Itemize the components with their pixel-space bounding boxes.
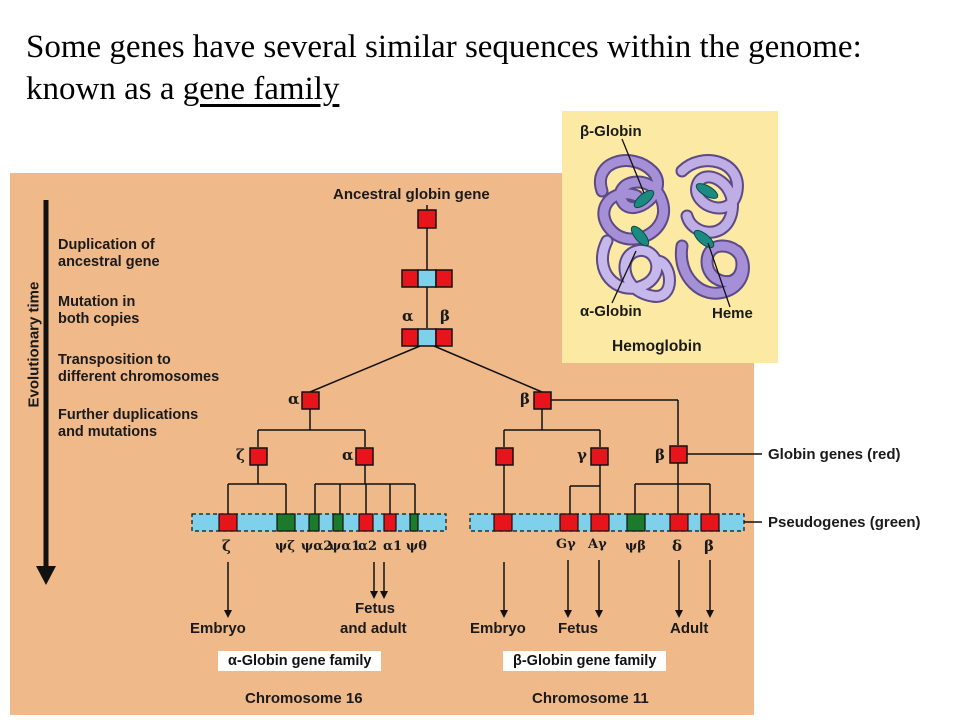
chromosome-11-label: Chromosome 11 <box>532 690 649 707</box>
gene-label-psi-zeta: ψζ <box>275 539 295 554</box>
duplicated-gene-left <box>401 269 419 288</box>
mutated-gene-beta <box>435 328 453 347</box>
gene-label-g-gamma: Gγ <box>556 537 576 552</box>
label-beta: β <box>520 390 530 408</box>
label-gamma: γ <box>577 446 587 464</box>
g-gamma-locus <box>559 513 579 532</box>
output-arrowheads <box>224 591 714 618</box>
title-prefix: Some genes have several similar sequence… <box>26 29 862 107</box>
hemoglobin-title: Hemoglobin <box>612 338 702 355</box>
mutated-gene-alpha <box>401 328 419 347</box>
ancestral-gene <box>417 209 437 229</box>
zeta-gene <box>249 447 268 466</box>
evolutionary-time-label: Evolutionary time <box>26 282 43 408</box>
alpha-output-fetus: Fetus <box>355 600 396 617</box>
gene-label-beta: β <box>704 537 714 555</box>
gene-label-alpha2: α2 <box>358 539 378 554</box>
psi-zeta-locus <box>276 513 296 532</box>
label-alpha-2: α <box>342 446 354 464</box>
time-arrow-head <box>36 566 56 585</box>
psi-beta-locus <box>626 513 646 532</box>
beta-gene <box>533 391 552 410</box>
beta-branch-gene-1 <box>495 447 514 466</box>
ancestral-gene-label: Ancestral globin gene <box>333 186 490 203</box>
psi-alpha2-locus <box>308 513 320 532</box>
beta-gene-2 <box>669 445 688 464</box>
slide-title: Some genes have several similar sequence… <box>26 26 946 110</box>
gene-label-zeta: ζ <box>222 537 231 555</box>
label-zeta: ζ <box>236 446 245 464</box>
label-alpha-top: α <box>402 307 414 325</box>
gene-label-psi-theta: ψθ <box>406 539 427 554</box>
hemoglobin-structure-illustration <box>593 138 750 308</box>
gene-label-psi-alpha1: ψα1 <box>329 539 361 554</box>
chromosome-11 <box>469 513 745 532</box>
alpha1-locus <box>383 513 397 532</box>
gamma-gene <box>590 447 609 466</box>
chromosome-16 <box>191 513 447 532</box>
psi-alpha1-locus <box>332 513 344 532</box>
beta-locus <box>700 513 720 532</box>
hemoglobin-inset: β-Globin α-Globin Heme Hemoglobin <box>562 111 778 363</box>
beta-globin-label: β-Globin <box>580 123 642 140</box>
beta-output-embryo: Embryo <box>470 620 526 637</box>
alpha-family-label: α-Globin gene family <box>218 651 382 671</box>
title-term-gene-family: gene family <box>182 71 340 107</box>
gene-label-psi-beta: ψβ <box>625 539 646 554</box>
label-alpha: α <box>288 390 300 408</box>
alpha-gene <box>301 391 320 410</box>
label-beta-2: β <box>655 446 665 464</box>
alpha2-locus <box>358 513 374 532</box>
heme-label: Heme <box>712 305 753 322</box>
beta-output-fetus: Fetus <box>558 620 599 637</box>
gene-label-a-gamma: Aγ <box>588 537 607 552</box>
alpha-gene-2 <box>355 447 374 466</box>
mutated-gene-spacer <box>417 328 437 347</box>
duplicated-gene-spacer <box>417 269 437 288</box>
psi-theta-locus <box>409 513 419 532</box>
alpha-output-adult: and adult <box>340 620 407 637</box>
beta-family-label: β-Globin gene family <box>503 651 667 671</box>
gene-label-delta: δ <box>672 537 683 555</box>
delta-locus <box>669 513 689 532</box>
alpha-output-embryo: Embryo <box>190 620 246 637</box>
beta-output-adult: Adult <box>670 620 709 637</box>
epsilon-locus <box>493 513 513 532</box>
gene-label-psi-alpha2: ψα2 <box>301 539 333 554</box>
alpha-globin-label: α-Globin <box>580 303 642 320</box>
gene-label-alpha1: α1 <box>383 539 403 554</box>
chromosome-16-label: Chromosome 16 <box>245 690 363 707</box>
legend-pseudogenes: Pseudogenes (green) <box>768 514 921 531</box>
zeta-locus <box>218 513 238 532</box>
label-beta-top: β <box>440 307 450 325</box>
a-gamma-locus <box>590 513 610 532</box>
duplicated-gene-right <box>435 269 453 288</box>
legend-globin-genes: Globin genes (red) <box>768 446 901 463</box>
